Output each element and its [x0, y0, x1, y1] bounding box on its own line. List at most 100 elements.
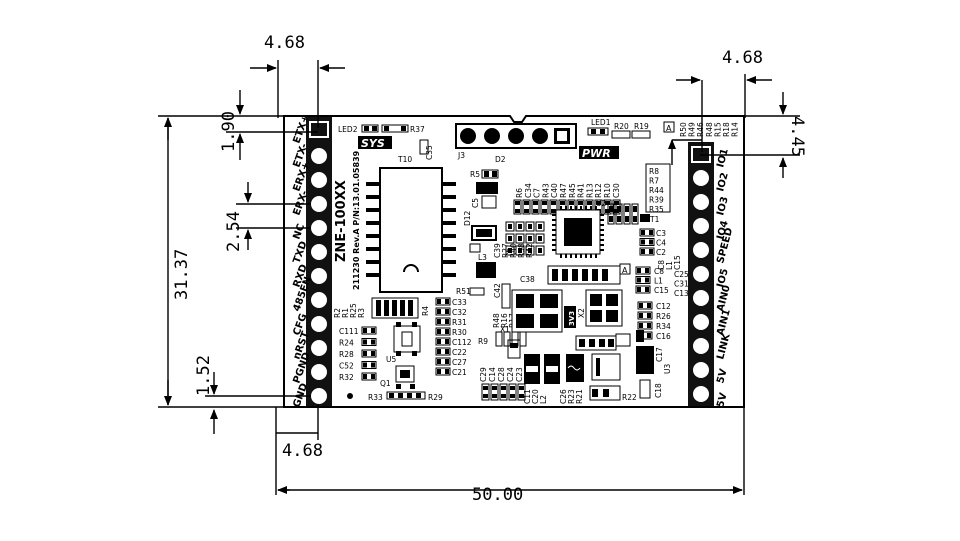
right-pin-label: IO4: [715, 219, 731, 240]
component-label: R46: [696, 122, 705, 137]
component-label: C7: [533, 188, 542, 198]
board-model: ZNE-100XX: [334, 180, 349, 262]
right-pin-hole: [693, 266, 709, 282]
component-label: C15: [654, 286, 669, 295]
component-label: R40: [509, 243, 518, 258]
component-label: R42: [525, 243, 534, 258]
component-label: R15: [713, 122, 722, 137]
mcu-u2: [552, 206, 604, 258]
component-label: C34: [524, 183, 533, 198]
component-label: R2: [333, 308, 342, 318]
component-label: C33: [452, 298, 467, 307]
label-u2: U2: [596, 199, 606, 208]
t10-transformer: [366, 167, 456, 293]
label-c17: C17: [655, 347, 664, 362]
dim-pin-pitch: 2.54: [224, 211, 244, 252]
component-label: R24: [339, 339, 354, 348]
component-label: R49: [688, 122, 697, 137]
component-label: C40: [550, 183, 559, 198]
left-pin-hole: [311, 220, 327, 236]
inductor-l2: [524, 354, 560, 384]
j3-header: [455, 123, 577, 149]
component-label: C52: [339, 362, 354, 371]
dim-bottom-left: 4.68: [282, 441, 323, 461]
component-label: C39: [493, 243, 502, 258]
component-label: R14: [731, 122, 740, 137]
component-label: C12: [656, 302, 671, 311]
left-pin-header: [306, 117, 332, 406]
component-label: C31: [674, 280, 689, 289]
component-label: C2: [656, 248, 666, 257]
dim-top-left: 4.68: [264, 33, 305, 53]
label-l3: L3: [478, 253, 487, 262]
svg-text:A: A: [666, 124, 672, 133]
right-pin-label: IO3: [715, 195, 731, 216]
component-label: R25: [349, 303, 358, 318]
component-label: R13: [585, 183, 594, 198]
component-label: C4: [656, 239, 666, 248]
dim-first-pin-offset: 1.90: [219, 111, 239, 152]
component-label: R39: [649, 196, 664, 205]
component-label: R35: [649, 205, 664, 214]
label-led1: LED1: [591, 118, 611, 127]
component-label: R44: [649, 186, 664, 195]
component-label: C29: [479, 367, 488, 382]
right-pin-hole: [693, 314, 709, 330]
resistor-array-left: [371, 297, 419, 319]
right-pin-hole: [693, 362, 709, 378]
dim-right-top-offset: 4.45: [787, 116, 807, 157]
component-label: C25: [674, 270, 689, 279]
component-label: C23: [515, 367, 524, 382]
component-label: C21: [452, 368, 467, 377]
label-r19: R19: [634, 122, 649, 131]
left-pin-hole: [311, 172, 327, 188]
component-label: R3: [357, 308, 366, 318]
component-label: L2: [539, 395, 548, 404]
component-label: R27: [501, 243, 510, 258]
component-label: R21: [575, 389, 584, 404]
silkscreen: LED2 R37 SYS J3 D2 LED1 R20 R19 PWR: [333, 118, 740, 404]
component-label: R48: [492, 313, 501, 328]
label-r5: R5: [470, 170, 480, 179]
component-label: R23: [567, 389, 576, 404]
label-r37: R37: [410, 125, 425, 134]
component-label: R34: [656, 322, 671, 331]
crystal-x1: [511, 289, 563, 333]
component-label: R28: [339, 350, 354, 359]
right-pin-hole: [693, 170, 709, 186]
label-c18: C18: [654, 383, 663, 398]
label-3v3: 3V3: [568, 311, 576, 326]
label-d2: D2: [495, 155, 506, 164]
label-c35: C35: [425, 145, 434, 160]
left-pin-hole: [311, 196, 327, 212]
component-label: C22: [452, 348, 467, 357]
left-pin-hole: [311, 388, 327, 404]
component-label: R32: [339, 373, 354, 382]
crystal-x2: [585, 289, 623, 327]
component-label: R7: [649, 177, 659, 186]
component-label: C15: [673, 255, 682, 270]
right-pin-label: 5V: [715, 367, 729, 384]
component-label: C27: [452, 358, 467, 367]
component-label: C32: [452, 308, 467, 317]
left-pin-hole: [311, 148, 327, 164]
dim-top-right: 4.68: [722, 48, 763, 68]
left-pin-holes: [311, 148, 327, 404]
label-r51: R51: [456, 287, 471, 296]
label-d12: D12: [463, 210, 472, 226]
right-pin-hole: [693, 194, 709, 210]
label-r4: R4: [421, 306, 430, 316]
pwr-label: PWR: [582, 147, 611, 160]
component-label: C111: [339, 327, 359, 336]
label-j3: J3: [457, 151, 465, 160]
ic-u3: [591, 353, 621, 381]
label-c42: C42: [493, 283, 502, 298]
component-label: C20: [531, 389, 540, 404]
